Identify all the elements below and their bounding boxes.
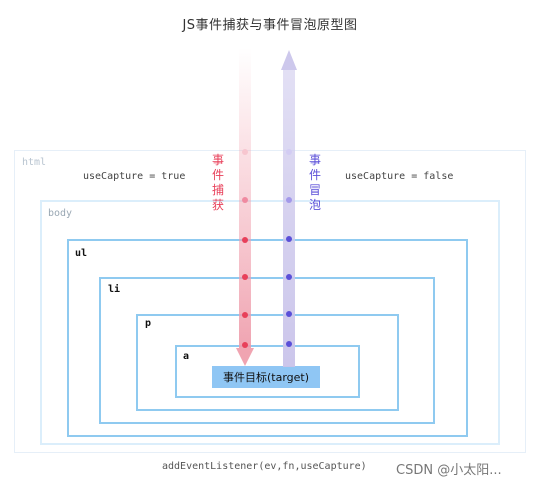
bubble-dot xyxy=(286,341,292,347)
bubble-dot xyxy=(286,149,292,155)
a-label: a xyxy=(183,351,190,362)
html-box xyxy=(14,150,526,453)
event-target-label: 事件目标(target) xyxy=(222,371,310,384)
bubble-dot xyxy=(286,236,292,242)
watermark: CSDN @小太阳... xyxy=(396,463,502,478)
li-box xyxy=(99,277,435,424)
capture-arrow xyxy=(236,48,254,366)
capture-setting-label: useCapture = true xyxy=(83,171,186,182)
footer-code: addEventListener(ev,fn,useCapture) xyxy=(162,461,367,472)
bubble-dot xyxy=(286,311,292,317)
bubble-vertical-label: 事 件 冒 泡 xyxy=(308,153,321,212)
capture-dots xyxy=(242,149,248,348)
p-label: p xyxy=(145,318,152,329)
ul-box xyxy=(67,239,468,437)
body-label: body xyxy=(48,208,73,219)
html-label: html xyxy=(22,157,47,168)
capture-dot xyxy=(242,342,248,348)
a-box xyxy=(175,345,360,398)
capture-vertical-label: 事 件 捕 获 xyxy=(211,153,224,212)
bubble-setting-label: useCapture = false xyxy=(345,171,454,182)
capture-dot xyxy=(242,274,248,280)
capture-dot xyxy=(242,237,248,243)
li-label: li xyxy=(108,284,121,295)
bubble-dot xyxy=(286,274,292,280)
capture-dot xyxy=(242,149,248,155)
body-box xyxy=(40,200,500,445)
bubble-dot xyxy=(286,197,292,203)
p-box xyxy=(136,314,399,411)
bubble-arrow xyxy=(281,50,297,367)
ul-label: ul xyxy=(75,248,88,259)
bubble-dots xyxy=(286,149,292,347)
diagram-title: JS事件捕获与事件冒泡原型图 xyxy=(182,18,358,33)
capture-dot xyxy=(242,197,248,203)
capture-dot xyxy=(242,312,248,318)
event-target-box: 事件目标(target) xyxy=(212,366,320,388)
